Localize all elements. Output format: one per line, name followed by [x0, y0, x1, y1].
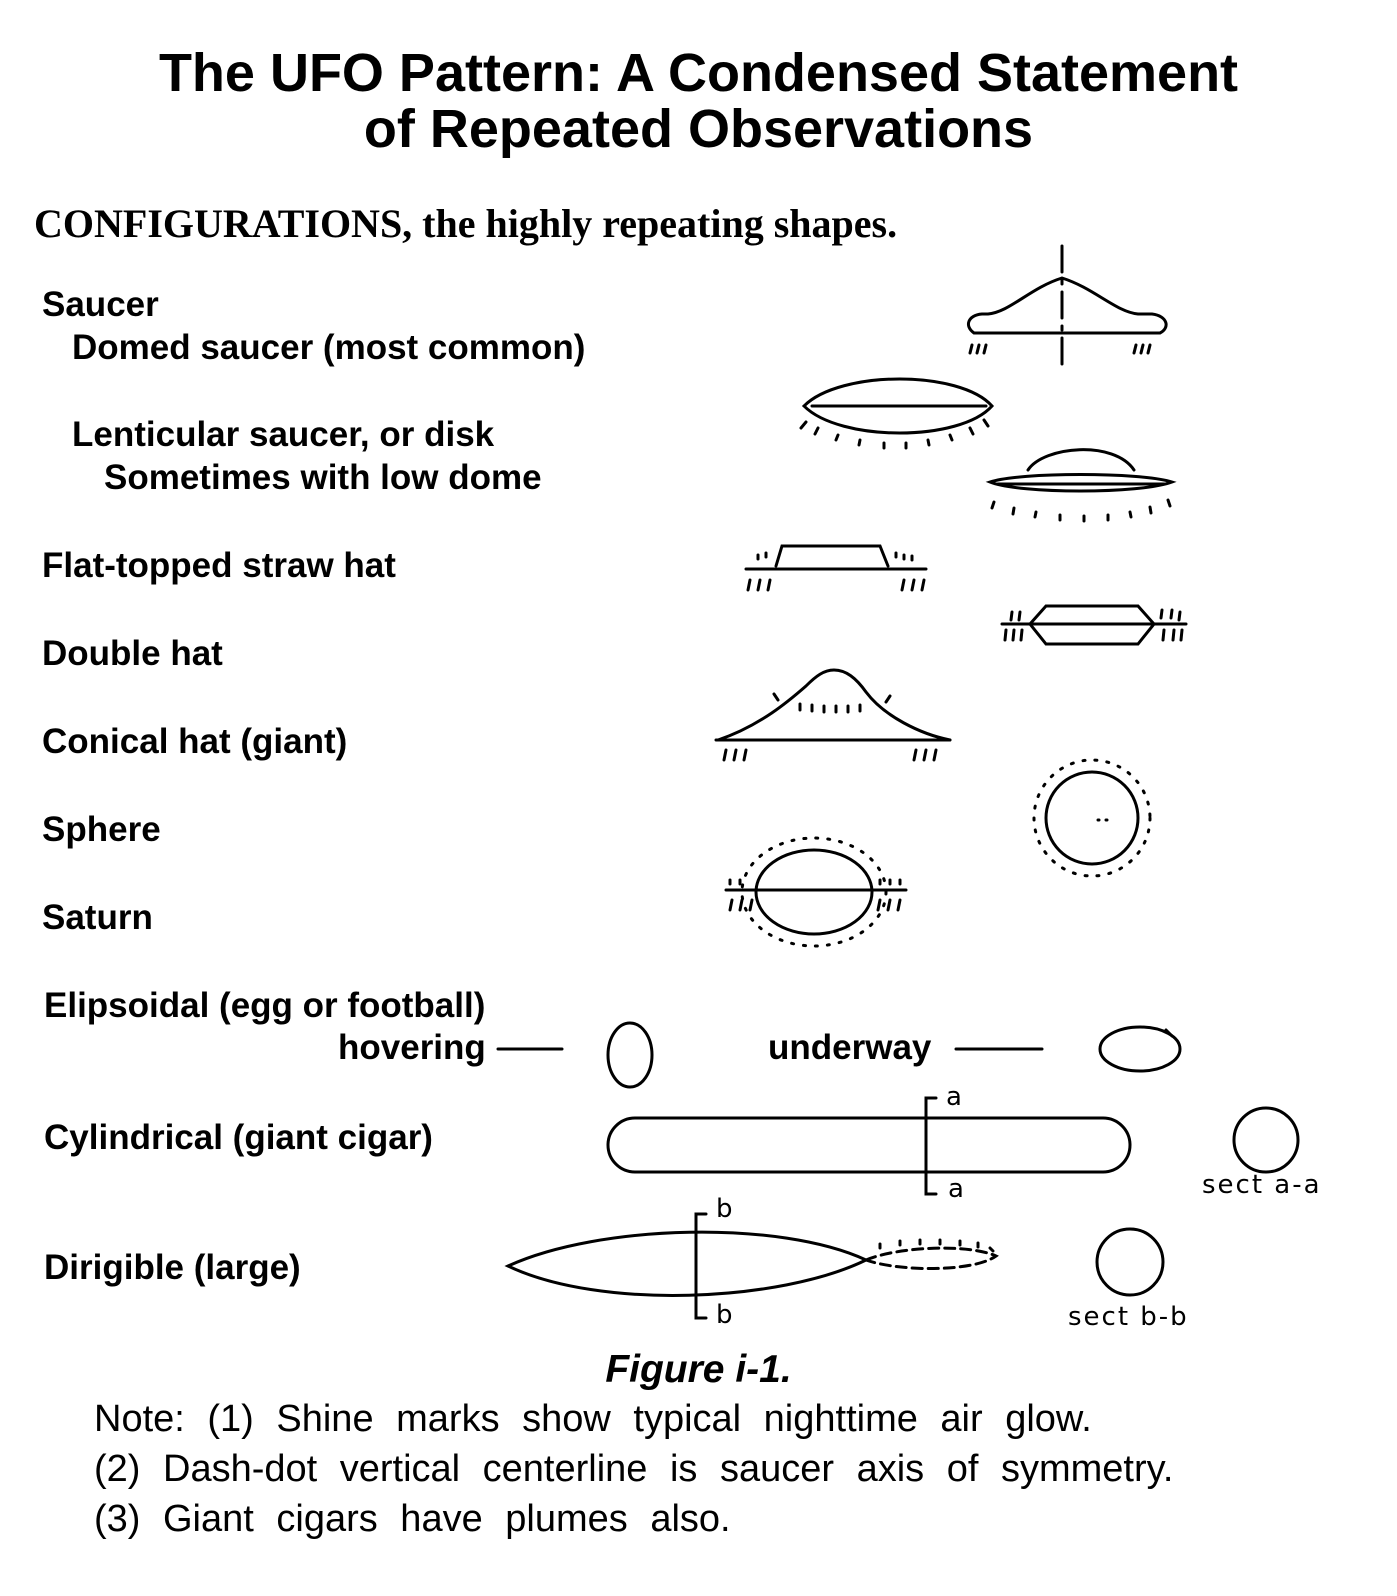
- label-double-hat: Double hat: [42, 634, 223, 673]
- flat-topped-straw-hat-drawing: [744, 544, 928, 592]
- label-domed-saucer: Domed saucer (most common): [72, 328, 586, 367]
- label-sect-a-a: sect a-a: [1202, 1170, 1322, 1200]
- note-1: Note: (1) Shine marks show typical night…: [94, 1398, 1092, 1440]
- double-hat-drawing: [1000, 604, 1188, 646]
- mark-a-top: a: [946, 1082, 962, 1112]
- title-line-2: of Repeated Observations: [363, 99, 1034, 159]
- saturn-drawing: [724, 836, 908, 948]
- elipsoidal-drawing: [496, 1021, 1182, 1089]
- label-elipsoidal: Elipsoidal (egg or football): [44, 986, 486, 1025]
- sphere-drawing: [1032, 758, 1152, 878]
- low-dome-saucer-drawing: [985, 448, 1177, 523]
- dirigible-drawing: [504, 1212, 1165, 1320]
- label-cylindrical: Cylindrical (giant cigar): [44, 1118, 433, 1157]
- domed-saucer-drawing: [966, 244, 1168, 368]
- label-saturn: Saturn: [42, 898, 153, 937]
- mark-b-top: b: [716, 1194, 733, 1224]
- title-line-1: The UFO Pattern: A Condensed Statement: [158, 43, 1239, 103]
- label-conical-hat: Conical hat (giant): [42, 722, 348, 761]
- label-dirigible: Dirigible (large): [44, 1248, 301, 1287]
- label-flat-topped-straw-hat: Flat-topped straw hat: [42, 546, 396, 585]
- label-lenticular-saucer: Lenticular saucer, or disk: [72, 415, 495, 454]
- mark-b-bottom: b: [716, 1300, 733, 1330]
- lenticular-saucer-drawing: [799, 377, 995, 450]
- note-3: (3) Giant cigars have plumes also.: [94, 1498, 731, 1540]
- label-low-dome: Sometimes with low dome: [104, 458, 542, 497]
- figure-caption: Figure i-1.: [605, 1348, 792, 1391]
- conical-hat-drawing: [714, 668, 952, 762]
- label-saucer: Saucer: [42, 285, 159, 324]
- label-underway: underway: [768, 1028, 932, 1067]
- note-2: (2) Dash-dot vertical centerline is sauc…: [94, 1448, 1174, 1490]
- cylindrical-drawing: [606, 1096, 1300, 1196]
- label-sect-b-b: sect b-b: [1068, 1302, 1189, 1332]
- configurations-heading: CONFIGURATIONS, the highly repeating sha…: [34, 201, 898, 246]
- label-hovering: hovering: [338, 1028, 486, 1067]
- label-sphere: Sphere: [42, 810, 161, 849]
- mark-a-bottom: a: [948, 1174, 964, 1204]
